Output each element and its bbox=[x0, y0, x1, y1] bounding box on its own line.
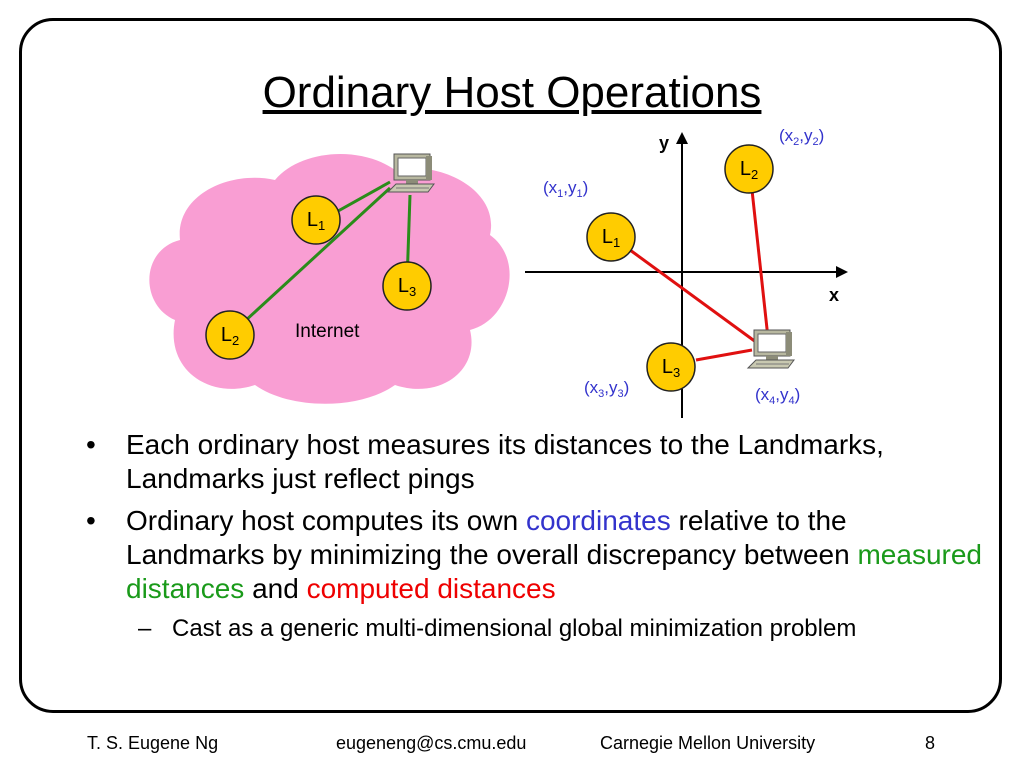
coord-label-host: (x4,y4) bbox=[755, 385, 800, 407]
sub-bullet-mark: – bbox=[138, 615, 152, 642]
bullet-item: • Ordinary host computes its own coordin… bbox=[86, 504, 986, 606]
computed-edge-l1 bbox=[629, 248, 761, 347]
landmark-node: L2 bbox=[205, 310, 255, 360]
landmark-node: L3 bbox=[646, 342, 696, 392]
coord-label-l3: (x3,y3) bbox=[584, 378, 629, 400]
bullet-item: • Each ordinary host measures its distan… bbox=[86, 428, 986, 496]
svg-text:L2: L2 bbox=[221, 324, 239, 348]
landmark-node: L1 bbox=[291, 195, 341, 245]
footer-author: T. S. Eugene Ng bbox=[87, 733, 219, 753]
ordinary-host-computer-icon bbox=[747, 329, 795, 369]
highlight-measured-distances: measured distances bbox=[126, 539, 982, 604]
x-axis-label: x bbox=[829, 285, 839, 305]
measure-edge-l2 bbox=[230, 186, 392, 335]
svg-text:L1: L1 bbox=[307, 209, 325, 233]
landmark-node: L2 bbox=[724, 144, 774, 194]
highlight-coordinates: coordinates bbox=[525, 505, 671, 536]
bullet-mark: • bbox=[86, 505, 96, 536]
computed-edge-l2 bbox=[750, 189, 770, 339]
bullet-text: Ordinary host computes its own bbox=[126, 505, 526, 536]
footer-page-number: 8 bbox=[925, 733, 936, 753]
landmark-node: L3 bbox=[382, 261, 432, 311]
footer-university: Carnegie Mellon University bbox=[600, 733, 816, 753]
coord-label-l1: (x1,y1) bbox=[543, 178, 588, 200]
slide-title: Ordinary Host Operations bbox=[262, 68, 762, 117]
slide-frame bbox=[19, 18, 1002, 713]
coordinate-diagram: x y L1 L2 L3 (x1,y1) (x2,y2) (x3,y3) bbox=[525, 126, 848, 418]
sub-bullet-text: Cast as a generic multi-dimensional glob… bbox=[172, 615, 857, 642]
internet-label: Internet bbox=[295, 321, 360, 342]
internet-cloud bbox=[149, 153, 510, 404]
highlight-computed-distances: computed distances bbox=[306, 573, 556, 604]
svg-text:L1: L1 bbox=[602, 226, 620, 250]
bullet-list: • Each ordinary host measures its distan… bbox=[86, 428, 986, 644]
landmark-node: L1 bbox=[586, 212, 636, 262]
bullet-mark: • bbox=[86, 429, 96, 460]
sub-bullet-item: – Cast as a generic multi-dimensional gl… bbox=[86, 614, 986, 644]
svg-text:L3: L3 bbox=[662, 356, 680, 380]
internet-diagram: L1 L2 L3 Internet bbox=[149, 153, 510, 404]
footer-email: eugeneng@cs.cmu.edu bbox=[336, 733, 527, 753]
bullet-text: relative to the Landmarks by minimizing … bbox=[126, 505, 858, 570]
x-axis-arrow bbox=[836, 266, 848, 278]
coord-label-l2: (x2,y2) bbox=[779, 126, 824, 148]
y-axis-label: y bbox=[659, 133, 669, 153]
svg-text:L2: L2 bbox=[740, 158, 758, 182]
svg-text:L3: L3 bbox=[398, 275, 416, 299]
ordinary-host-computer-icon bbox=[387, 153, 435, 193]
computed-edge-l3 bbox=[695, 348, 753, 362]
bullet-text: Each ordinary host measures its distance… bbox=[126, 429, 884, 494]
bullet-text: and bbox=[244, 573, 307, 604]
y-axis-arrow bbox=[676, 132, 688, 144]
